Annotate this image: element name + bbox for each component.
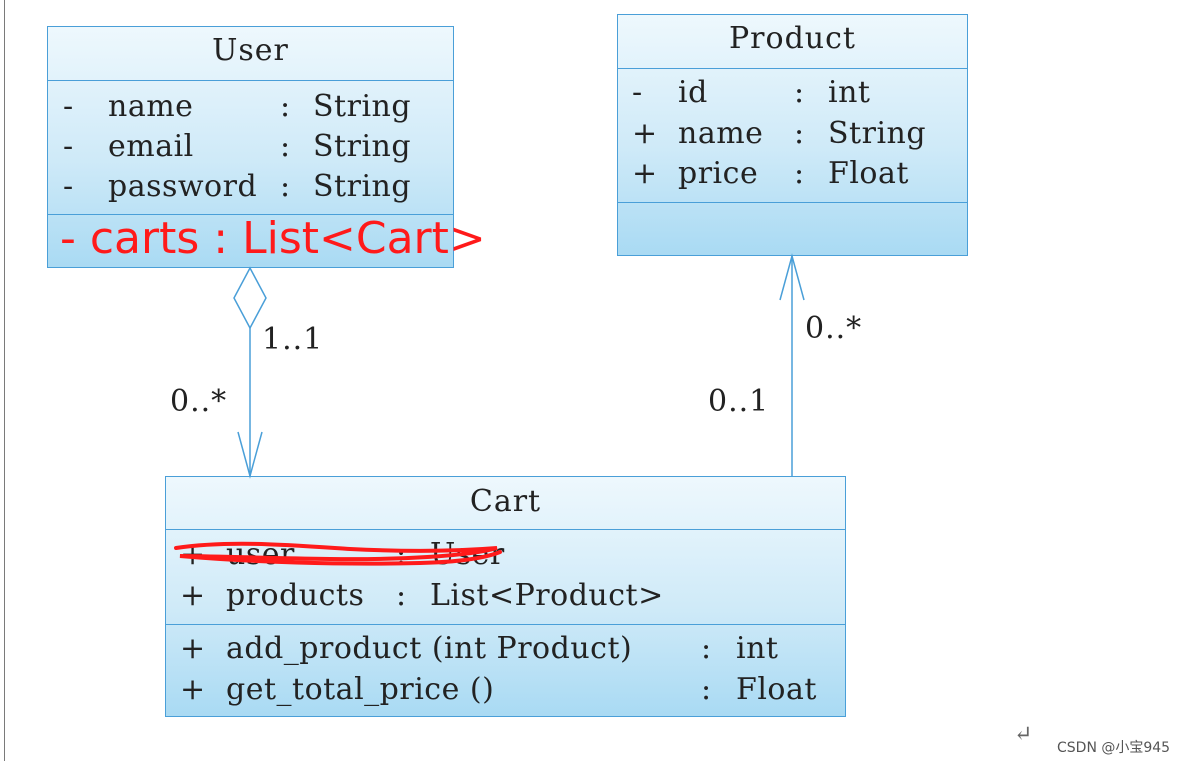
red-strikethrough-scribble (174, 541, 502, 566)
product-attr-sep: : (794, 75, 805, 110)
cart-method-sep: : (701, 631, 712, 666)
multiplicity-cart-side-user: 0..* (170, 384, 228, 419)
user-class-title: User (212, 33, 289, 68)
page-edge (4, 0, 5, 761)
user-attr-sep: : (280, 89, 291, 124)
cart-attr-divider (166, 624, 845, 625)
product-attr-vis: + (632, 116, 658, 151)
cart-method-name: add_product (int Product) (226, 631, 633, 666)
user-attr-type: String (313, 89, 412, 124)
user-attr-sep: : (280, 129, 291, 164)
user-attr-vis: - (63, 169, 74, 204)
cart-attr-sep: : (396, 578, 407, 613)
cart-attr-type: List<Product> (430, 578, 664, 613)
cart-attr-name: products (226, 578, 365, 613)
user-attr-sep: : (280, 169, 291, 204)
product-attr-divider (618, 202, 967, 203)
user-attr-divider (48, 214, 453, 215)
product-title-divider (618, 68, 967, 69)
product-attr-vis: - (632, 75, 643, 110)
cart-class-title: Cart (469, 484, 542, 519)
product-arrowhead (779, 253, 805, 301)
product-attr-type: int (828, 75, 871, 110)
cart-arrowhead (237, 431, 263, 479)
user-class-box[interactable]: User - name : String - email : String - … (47, 26, 454, 268)
user-attr-type: String (313, 129, 412, 164)
product-attr-type: Float (828, 156, 909, 191)
product-attr-sep: : (794, 116, 805, 151)
product-class-title: Product (729, 21, 856, 56)
cart-method-type: Float (736, 672, 817, 707)
multiplicity-user-side: 1..1 (262, 322, 324, 357)
multiplicity-product-side: 0..* (805, 311, 863, 346)
user-attr-vis: - (63, 89, 74, 124)
cart-method-vis: + (180, 672, 206, 707)
multiplicity-cart-side-product: 0..1 (708, 384, 770, 419)
product-attr-name: price (678, 156, 759, 191)
user-attr-name: password (108, 169, 258, 204)
product-attr-name: name (678, 116, 764, 151)
cart-attr-vis: + (180, 578, 206, 613)
user-attr-name: email (108, 129, 194, 164)
csdn-watermark: CSDN @小宝945 (1057, 740, 1171, 756)
paragraph-mark-icon: ↵ (1014, 722, 1033, 747)
cart-title-divider (166, 529, 845, 530)
cart-attr-sep: : (396, 537, 407, 572)
cart-method-vis: + (180, 631, 206, 666)
cart-class-box[interactable]: Cart + user : User + products : List<Pro… (165, 476, 846, 717)
cart-method-type: int (736, 631, 779, 666)
product-class-box[interactable]: Product - id : int + name : String + pri… (617, 14, 968, 256)
cart-method-sep: : (701, 672, 712, 707)
aggregation-diamond (233, 266, 267, 330)
user-attr-type: String (313, 169, 412, 204)
product-attr-name: id (678, 75, 708, 110)
user-title-divider (48, 80, 453, 81)
user-carts-annotation: - carts : List<Cart> (60, 213, 486, 264)
product-attr-type: String (828, 116, 927, 151)
cart-method-name: get_total_price () (226, 672, 495, 707)
product-attr-vis: + (632, 156, 658, 191)
user-attr-name: name (108, 89, 194, 124)
product-attr-sep: : (794, 156, 805, 191)
user-attr-vis: - (63, 129, 74, 164)
